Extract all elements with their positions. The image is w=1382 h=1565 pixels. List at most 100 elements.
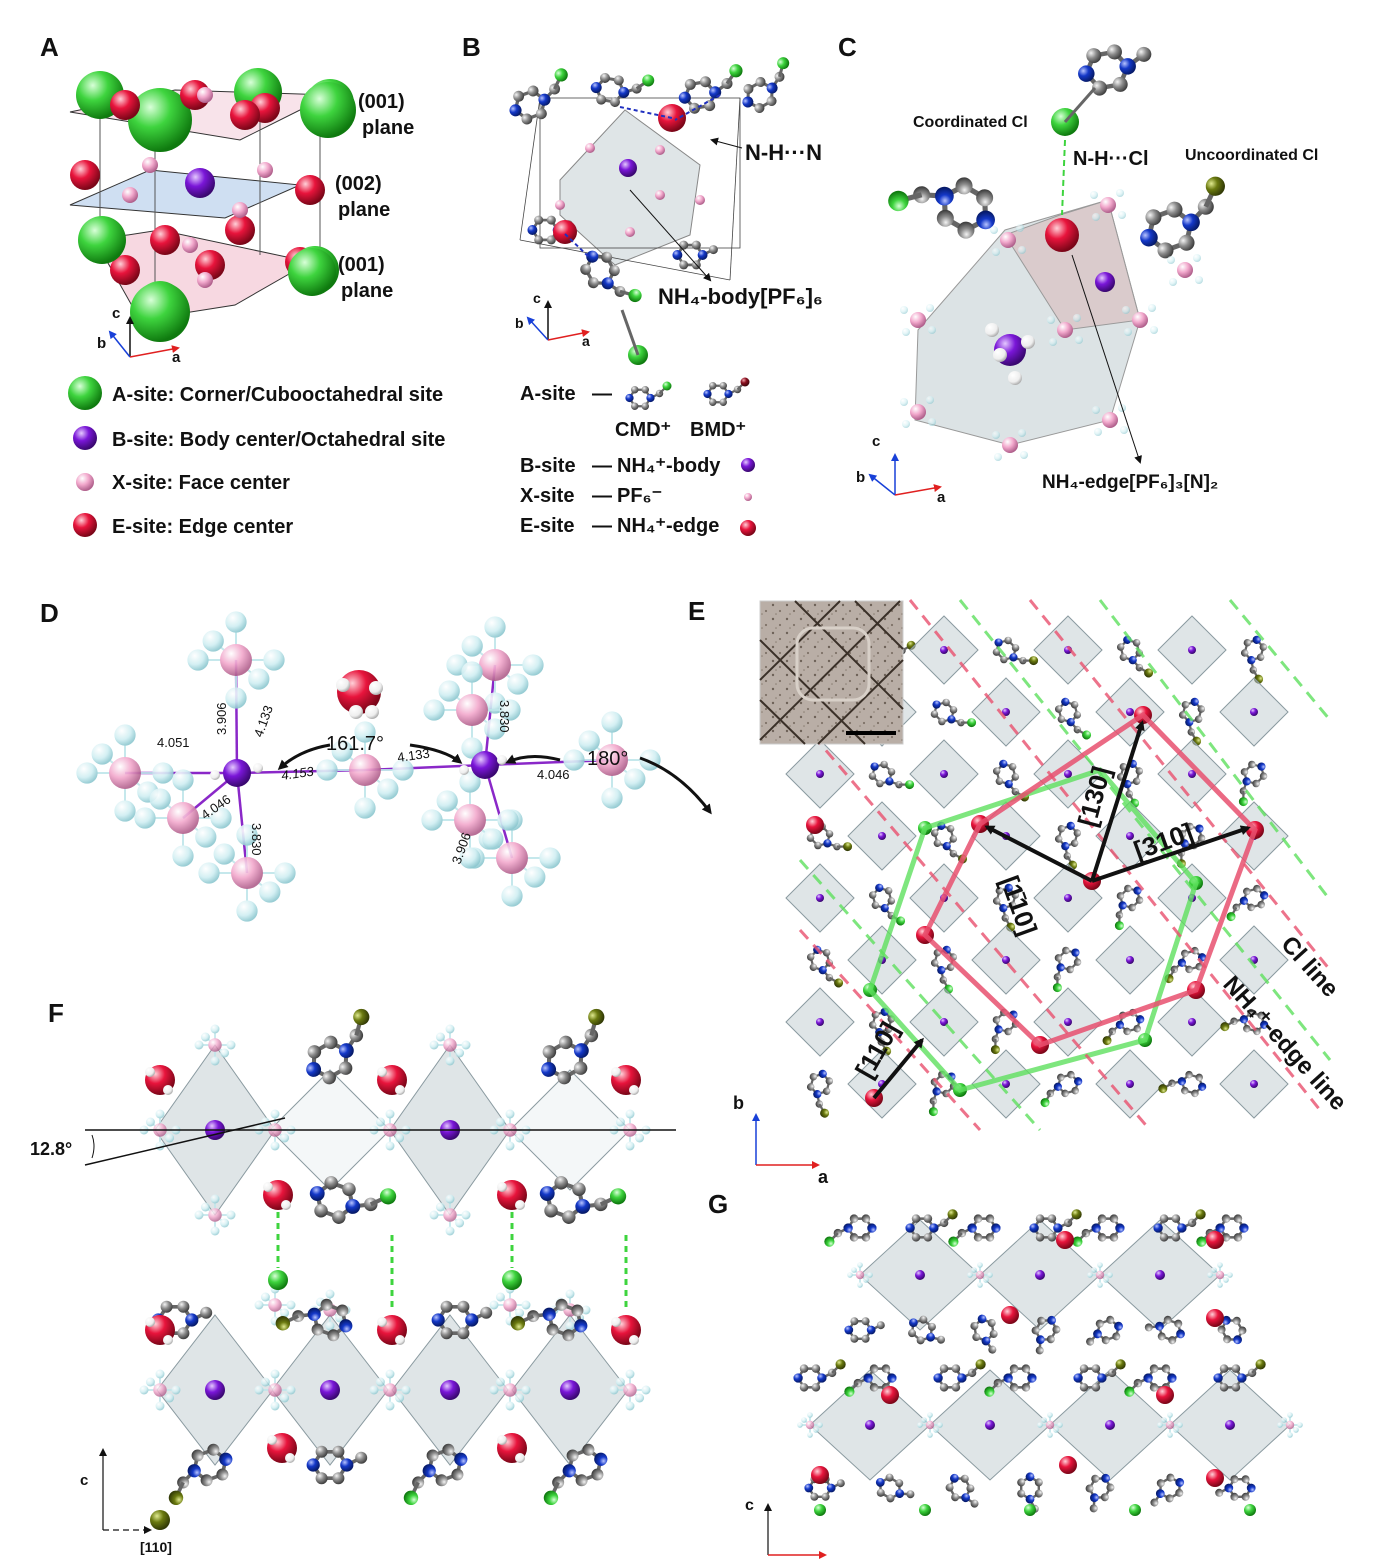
panel-c-axes: c b a [856,433,946,506]
carbon-atom [1011,773,1020,781]
nitrogen-atom [870,762,879,771]
legend-x-site: X-site: Face center [112,472,290,494]
fluorine-atom [900,306,908,314]
organic-cation [168,1443,233,1506]
carbon-atom [1106,1483,1115,1492]
organic-cation [1196,1214,1249,1247]
e-site-atom [230,100,260,130]
carbon-atom [966,1484,975,1493]
carbon-atom [913,186,931,204]
panel-g: G c a [708,1189,1303,1565]
carbon-atom [1034,1478,1043,1487]
fluorine-atom [145,1377,155,1387]
nitrogen-atom [875,1477,885,1487]
x-site-atom [910,404,926,420]
fluorine-atom [200,1202,210,1212]
fluorine-atom [926,304,934,312]
e-site-atom [881,1386,899,1404]
fluorine-atom [625,1369,635,1379]
carbon-atom [320,1298,333,1311]
nitrogen-atom [1093,1329,1102,1339]
carbon-atom [836,1479,845,1488]
carbon-atom [887,768,896,776]
organic-cation [1086,1315,1123,1346]
fluorine-atom [194,1040,204,1050]
axis-a-label: a [937,489,946,506]
fluorine-atom [354,797,376,819]
fluorine-atom [1103,1277,1109,1283]
x-site-atom [1132,312,1148,328]
legend-nh4-body: NH₄⁺-body [617,455,721,477]
carbon-atom [811,1383,821,1392]
nitrogen-atom [909,1318,918,1328]
carbon-atom [1017,1489,1026,1498]
carbon-atom [850,1317,859,1326]
nitrogen-atom [1035,1335,1045,1345]
carbon-atom [923,1214,933,1223]
carbon-atom [601,251,613,263]
pf6-anion [139,1369,181,1411]
a-site-atom [628,288,642,303]
hydrogen-atom [377,1317,387,1327]
uncoordinated-cl-atom [1144,668,1154,678]
hydrogen-atom [349,705,363,719]
x-site-atom [456,694,488,726]
e-site-atom [1156,1386,1174,1404]
distance-label: 4.051 [157,735,190,750]
cmd-molecule-icon [625,381,672,410]
fluorine-atom [1207,1272,1213,1278]
carbon-atom [307,1045,322,1059]
organic-cation [992,883,1020,932]
a-site-atom [1226,912,1236,922]
x-site-atom [855,1270,865,1280]
organic-cation [970,1314,998,1354]
carbon-atom [1109,1214,1119,1223]
nitrogen-atom [1224,1483,1234,1493]
fluorine-atom [801,1417,807,1423]
fluorine-atom [505,1109,515,1119]
carbon-atom [799,1364,809,1373]
fluorine-atom [1047,316,1055,324]
carbon-atom [861,1214,871,1223]
distance-label: 4.153 [280,763,315,782]
carbon-atom [1112,1332,1121,1341]
carbon-atom [871,901,880,909]
carbon-atom [849,1233,859,1242]
fluorine-atom [847,1272,853,1278]
nitrogen-atom [766,82,778,94]
uncoordinated-cl-atom [1220,1022,1230,1032]
fluorine-atom [461,1040,471,1050]
a-site-atom [928,1107,938,1117]
b-site-atom [816,770,824,778]
carbon-atom [177,1300,190,1313]
carbon-atom [1071,1086,1079,1095]
bmd-molecule-icon [703,377,750,406]
nitrogen-atom [1004,780,1013,789]
carbon-atom [1004,1027,1012,1036]
fluorine-atom [1227,1272,1233,1278]
carbon-atom [1156,1479,1165,1488]
fluorine-atom [461,1210,471,1220]
carbon-atom [322,1070,336,1085]
a-site-atom [502,1270,522,1290]
nh4-edge-icon [740,520,756,536]
hydrogen-atom [629,1335,639,1345]
x-site-atom [625,227,635,237]
hydrogen-atom [611,1067,621,1077]
carbon-atom [1256,653,1265,661]
a-site-atom [1072,1236,1083,1247]
carbon-atom [1243,887,1251,896]
fluorine-atom [254,1300,264,1310]
nitrogen-atom [1004,883,1013,892]
pf6-anion [609,1369,651,1411]
nitrogen-atom [961,1493,971,1503]
carbon-atom [960,1474,969,1483]
axis-a-label: a [172,349,181,366]
axis-c-label: c [533,290,541,306]
axis-b-label: b [733,1093,744,1113]
carbon-atom [1070,701,1079,709]
fluorine-atom [248,668,270,690]
fluorine-atom [1037,1422,1043,1428]
nitrogen-atom [895,1489,905,1499]
nitrogen-atom [1027,1373,1037,1383]
